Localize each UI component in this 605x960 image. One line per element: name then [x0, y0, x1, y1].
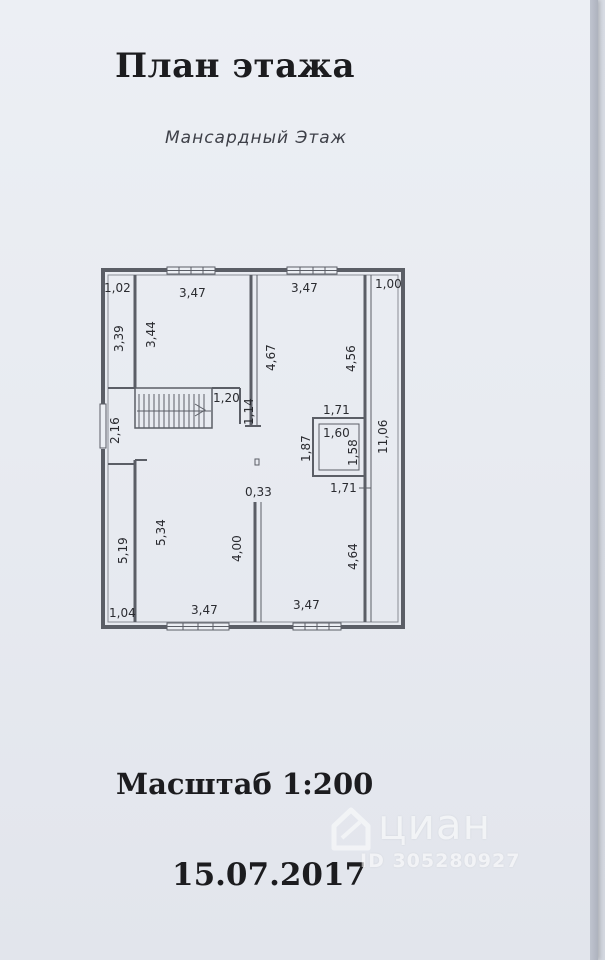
window-top-right — [286, 266, 338, 275]
page-title: План этажа — [115, 46, 355, 86]
dim-stair-width: 1,20 — [213, 391, 240, 405]
center-column — [254, 458, 260, 466]
dim-right-corridor-width: 1,00 — [375, 277, 402, 291]
dim-bath-outer-width: 1,71 — [323, 403, 350, 417]
floor-plan: 1,02 3,47 3,47 1,00 3,39 3,44 4,67 4,56 … — [95, 264, 415, 636]
floor-subtitle: Мансардный Этаж — [165, 128, 348, 148]
dim-bottom-left-room-height: 5,34 — [154, 519, 168, 546]
dim-center-gap: 0,33 — [245, 485, 272, 499]
watermark-id: ID 305280927 — [360, 850, 521, 872]
window-top-left — [166, 266, 216, 275]
dim-bottom-room-right-width: 3,47 — [293, 598, 320, 612]
dim-top-room-left-width: 3,47 — [179, 286, 206, 300]
inner-wall-line — [107, 274, 399, 623]
window-bottom-left — [166, 622, 230, 631]
dim-stair-small: 1,14 — [242, 398, 256, 425]
scale-label: Масштаб 1:200 — [116, 767, 374, 801]
dim-bath-inner-width: 1,60 — [323, 426, 350, 440]
dim-left-strip-height: 3,39 — [112, 325, 126, 352]
dim-bottom-right-room-height: 4,64 — [346, 543, 360, 570]
window-bottom-right — [292, 622, 342, 631]
dim-right-corridor-length: 11,06 — [376, 420, 390, 454]
floor-plan-drawing: 1,02 3,47 3,47 1,00 3,39 3,44 4,67 4,56 … — [99, 266, 405, 631]
dim-bath-outer-height: 1,87 — [299, 435, 313, 462]
paper-edge — [590, 0, 598, 960]
cian-house-logo-icon — [331, 807, 371, 851]
dim-top-middle-room-height: 4,67 — [264, 344, 278, 371]
dim-bath-inner-height: 1,58 — [346, 439, 360, 466]
dim-bottom-left-strip-height: 5,19 — [116, 537, 130, 564]
staircase — [134, 387, 213, 429]
dim-top-left-room-height: 3,44 — [144, 321, 158, 348]
dim-bath-bottom-width: 1,71 — [330, 481, 357, 495]
dim-top-left-corner: 1,02 — [104, 281, 131, 295]
cian-watermark: циан ID 305280927 — [330, 800, 590, 880]
watermark-brand: циан — [378, 800, 492, 849]
document-date: 15.07.2017 — [172, 857, 367, 893]
dim-top-right-room-height: 4,56 — [344, 345, 358, 372]
dim-bottom-middle-room-height: 4,00 — [230, 535, 244, 562]
dim-bottom-room-left-width: 3,47 — [191, 603, 218, 617]
dim-left-passage: 2,16 — [108, 417, 122, 444]
dim-bottom-left-corner: 1,04 — [109, 606, 136, 620]
left-door-frame — [99, 403, 107, 449]
dim-top-room-right-width: 3,47 — [291, 281, 318, 295]
